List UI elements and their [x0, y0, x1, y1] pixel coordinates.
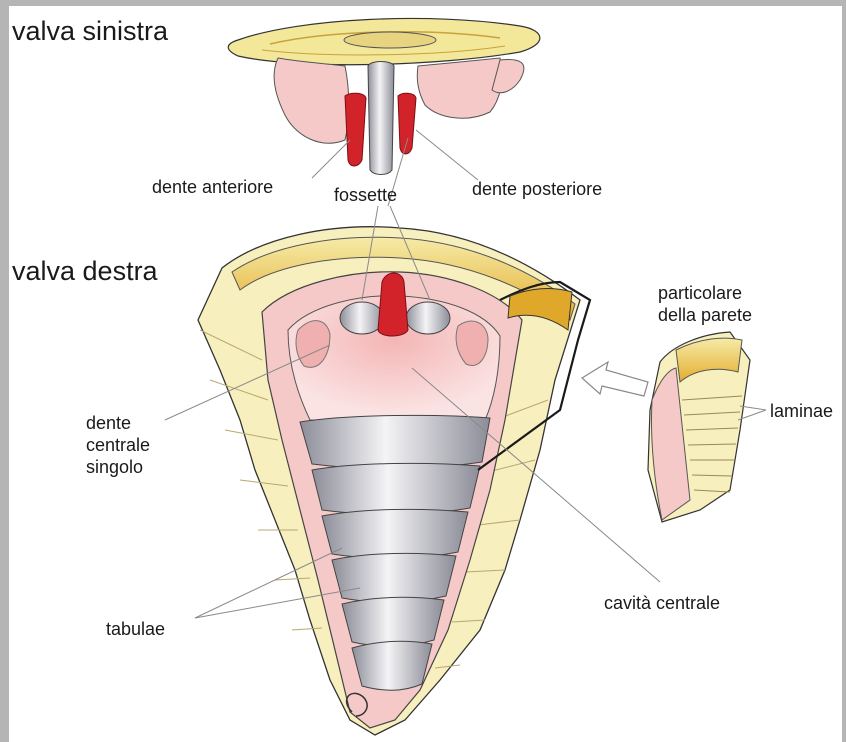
detail-arrow	[582, 362, 648, 396]
posterior-tooth-left-valve	[398, 93, 416, 154]
right-valve	[198, 227, 590, 735]
single-central-tooth	[378, 273, 408, 336]
label-laminae: laminae	[770, 400, 833, 422]
fossetta-anterior	[340, 302, 384, 334]
wall-detail	[648, 332, 750, 522]
label-tabulae: tabulae	[106, 618, 165, 640]
label-particolare-della-parete: particolare della parete	[658, 282, 752, 326]
label-dente-centrale-singolo: dente centrale singolo	[86, 412, 150, 478]
label-dente-anteriore: dente anteriore	[152, 176, 273, 198]
left-valve-flanges	[274, 58, 349, 143]
label-valva-destra: valva destra	[12, 256, 158, 286]
label-valva-sinistra: valva sinistra	[12, 16, 168, 46]
left-valve	[228, 18, 540, 174]
fossetta-posterior	[406, 302, 450, 334]
anterior-tooth-left-valve	[345, 93, 366, 166]
label-fossette: fossette	[334, 184, 397, 206]
label-cavita-centrale: cavità centrale	[604, 592, 720, 614]
label-dente-posteriore: dente posteriore	[472, 178, 602, 200]
